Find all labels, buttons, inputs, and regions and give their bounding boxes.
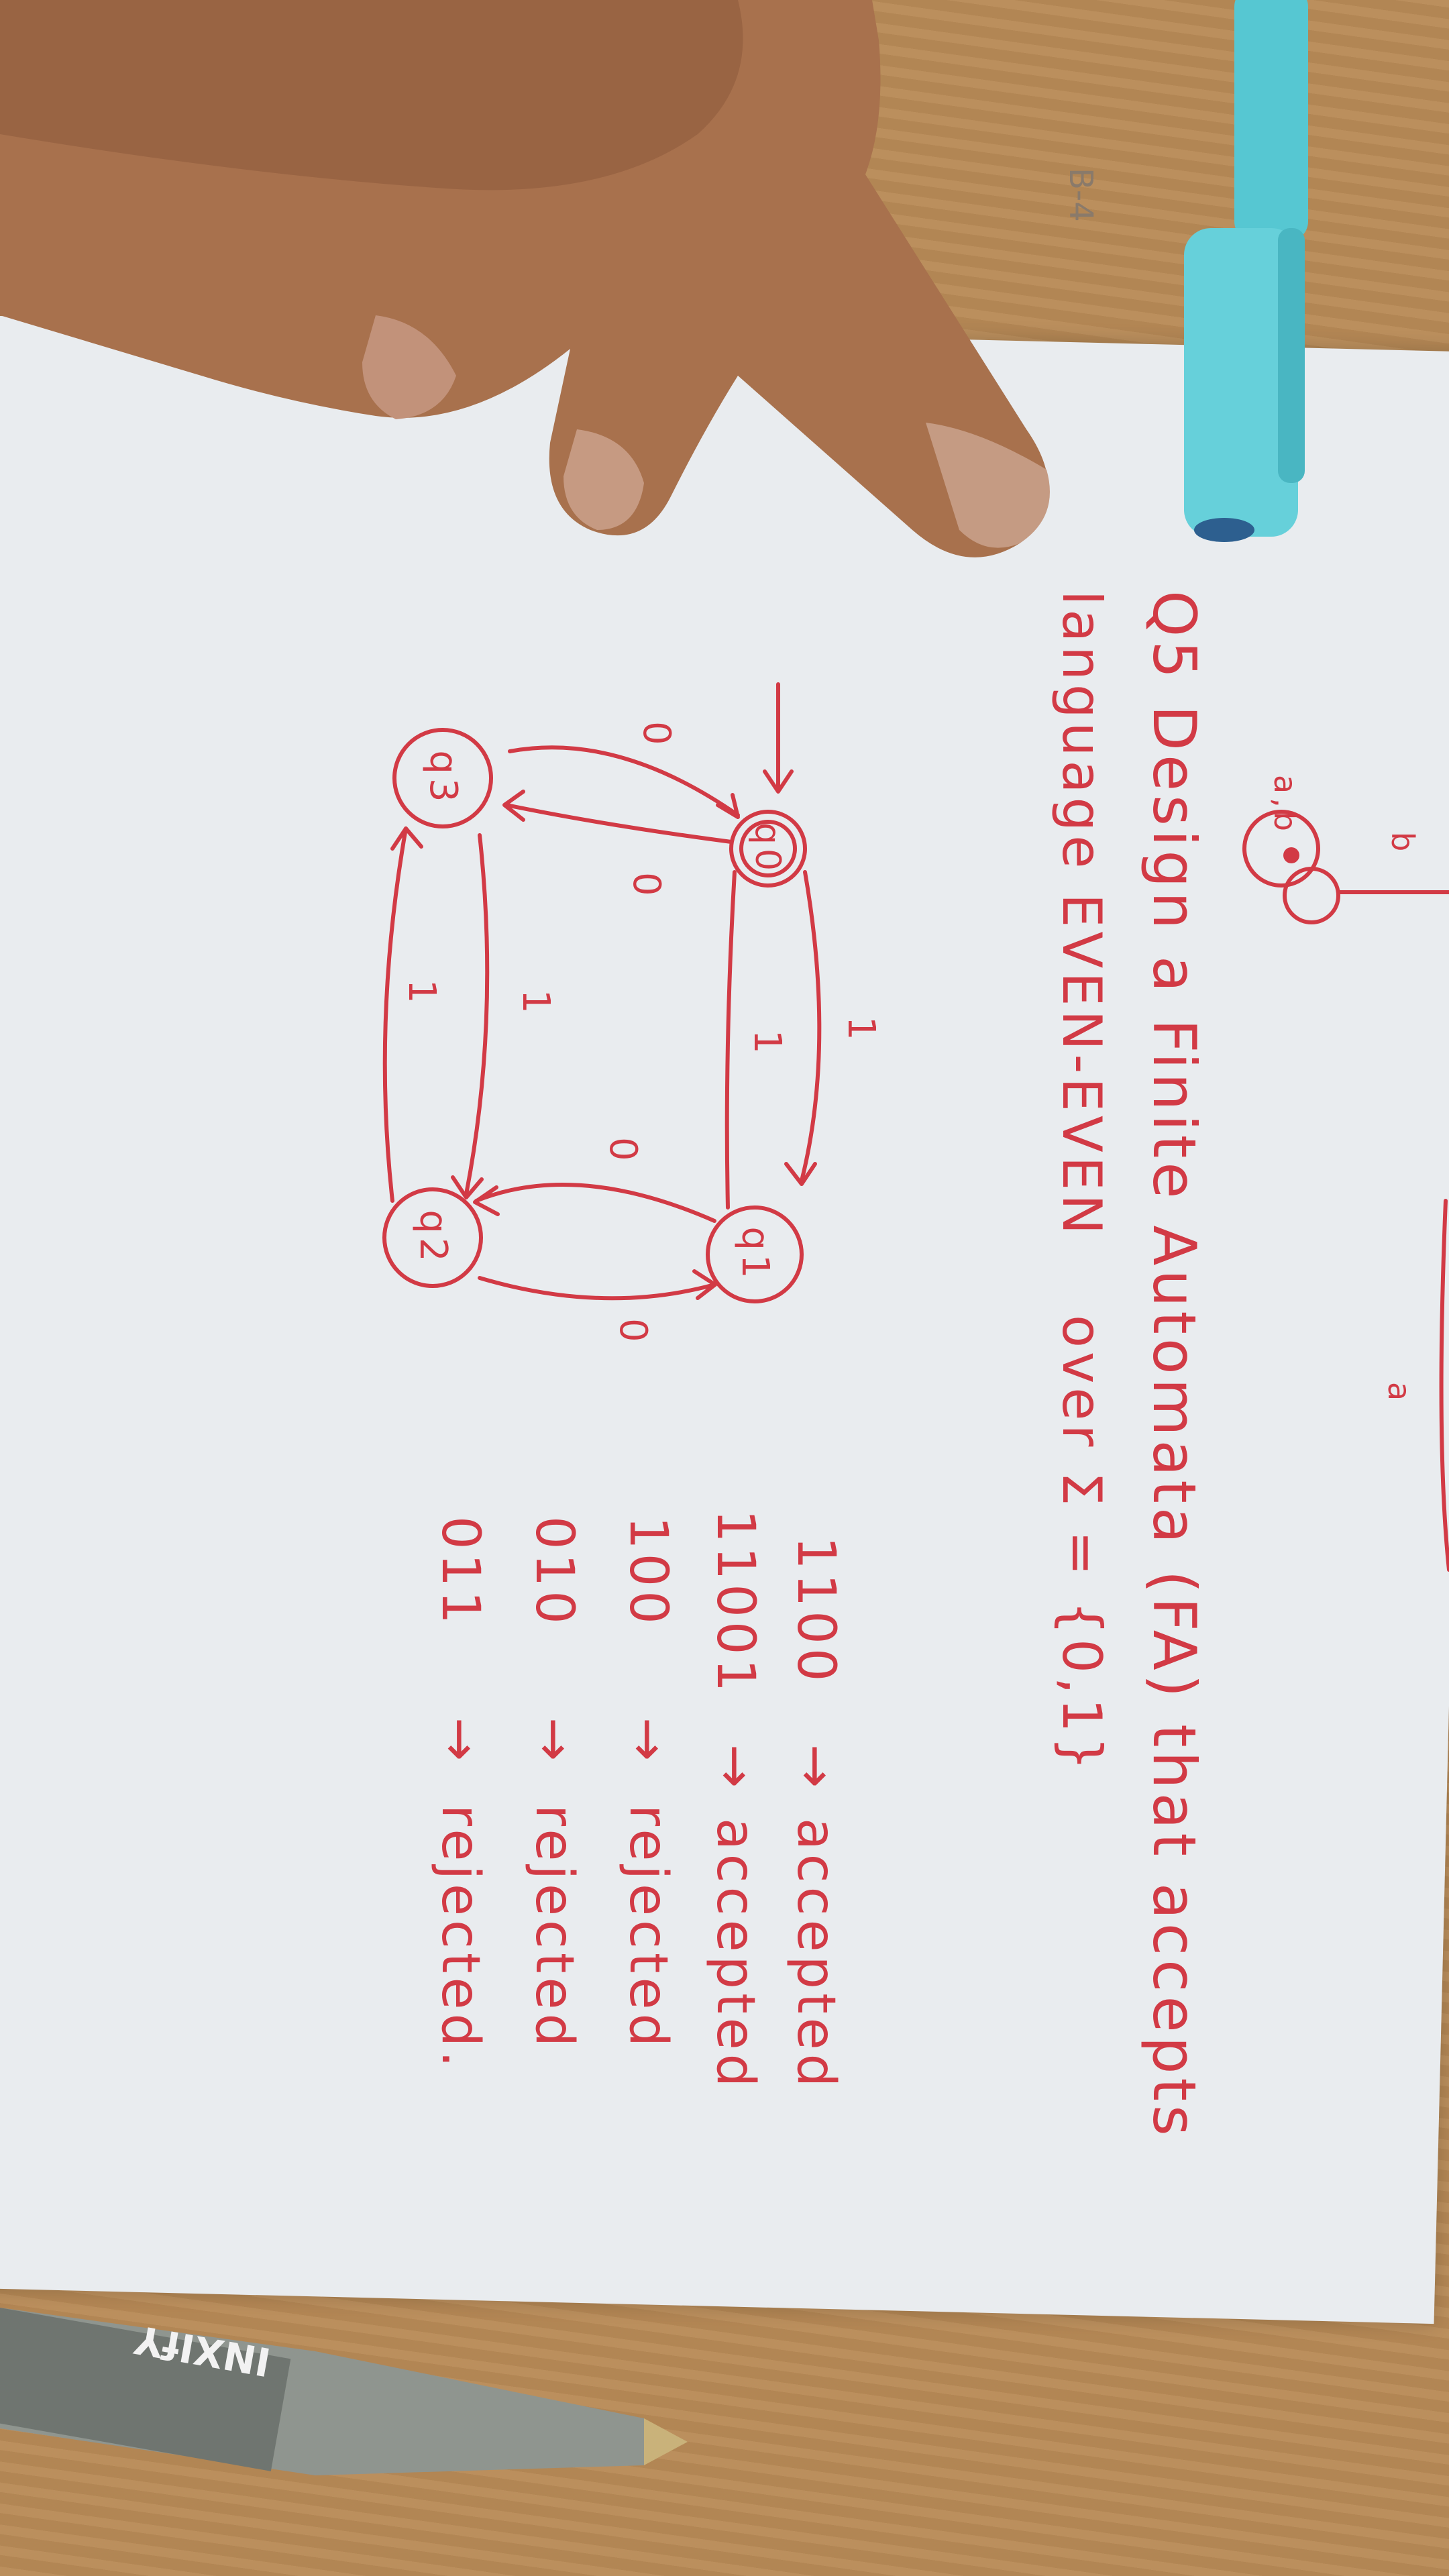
question-language: language EVEN-EVEN [1051,590,1113,1238]
examples-list: 1100 → accepted 11001 → accepted 100 → r… [430,1509,846,2091]
grey-pen: INXIfY [0,2308,688,2475]
edge-q3-q2 [464,833,490,1196]
example-arrow: → [524,1717,584,1765]
example-input: 1100 [786,1536,846,1686]
state-q0: q0 [729,810,807,888]
question-alphabet: over Σ = {0,1} [1051,1315,1113,1774]
edge-label: 0 [611,1318,655,1346]
example-input: 011 [430,1516,490,1628]
example-input: 100 [618,1516,678,1628]
partial-edge-label: a [1381,1382,1417,1405]
state-label: q0 [747,822,788,875]
edge-q0-q1 [800,870,822,1183]
example-row: 100 → rejected [618,1516,678,2051]
example-row: 011 → rejected. [430,1516,490,2072]
example-input: 010 [524,1516,584,1628]
example-arrow: → [430,1717,490,1765]
state-q3: q3 [392,728,493,828]
example-result: accepted [705,1818,765,2091]
fingernail [564,429,644,530]
state-q2: q2 [382,1187,483,1288]
question-heading: Q5 Design a Finite Automata (FA) that ac… [1140,590,1209,2140]
edge-label: 0 [635,721,678,749]
arrowhead [451,1175,484,1199]
partial-state [1242,810,1320,888]
partial-edge-curve [1439,1199,1449,1572]
edge-label: 1 [839,1016,883,1044]
example-row: 1100 → accepted [786,1536,846,2091]
arrowhead [692,1269,717,1300]
arrowhead [716,793,740,819]
example-row: 11001 → accepted [705,1509,765,2091]
state-label: q1 [733,1226,777,1282]
edge-label: 0 [601,1137,645,1165]
dfa-diagram: q0 q1 q2 q3 [382,682,883,1346]
hand [0,0,1050,557]
edge-q1-q0 [724,870,737,1210]
fingernail [926,423,1050,548]
example-arrow: → [786,1744,846,1792]
example-result: rejected [618,1805,678,2051]
edge-q1-q2 [474,1183,716,1223]
arrowhead [390,826,423,851]
ink-dot [1283,847,1299,863]
arrowhead [502,790,525,822]
edge-q2-q1 [478,1276,716,1301]
partial-edge-label: b [1385,832,1421,855]
edge-label: 1 [400,979,443,1008]
example-result: rejected [524,1805,584,2051]
note-text-group: Q5 Design a Finite Automata (FA) that ac… [1051,590,1209,2140]
edge-label: 1 [514,989,557,1018]
edge-q2-q3 [382,826,408,1203]
example-result: accepted [786,1818,846,2091]
teal-marker [1184,0,1308,542]
desk-pencil-mark: B-4 [1062,168,1099,222]
example-row: 010 → rejected [524,1516,584,2051]
example-input: 11001 [705,1509,765,1696]
state-q1: q1 [706,1205,804,1303]
edge-label: 0 [625,872,668,900]
partial-loop-label: a,b [1267,775,1303,835]
desk-pencil-text: B-4 [1062,168,1099,222]
edge-label: 1 [745,1030,789,1058]
example-arrow: → [705,1744,765,1792]
example-arrow: → [618,1717,678,1765]
state-label: q2 [411,1210,455,1265]
arrowhead [473,1185,500,1216]
arrowhead [784,1162,817,1186]
example-result: rejected. [430,1805,490,2072]
edge-q0-q3 [504,803,733,844]
state-label: q3 [421,750,465,806]
partial-previous-diagram: a,b b a [1242,775,1449,1572]
edge-q3-q0 [508,745,740,817]
start-arrowhead [763,769,794,794]
partial-state [1283,867,1340,924]
fingernail [362,315,456,419]
